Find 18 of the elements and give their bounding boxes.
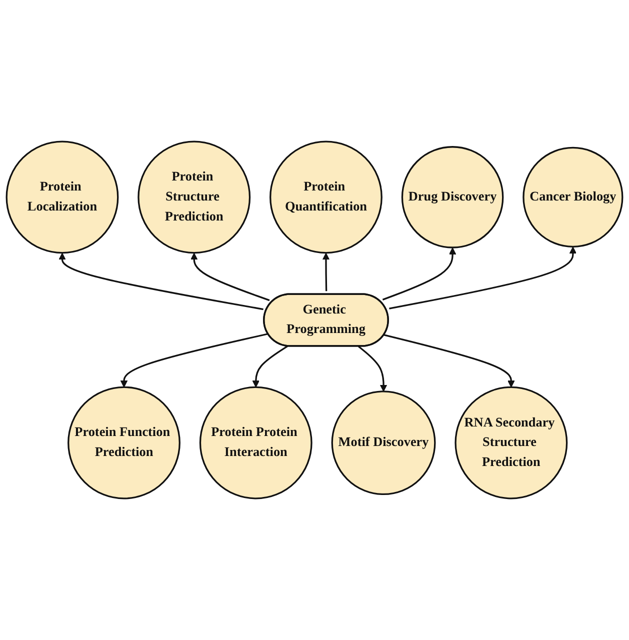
arrow xyxy=(322,252,330,292)
node-circle: Cancer Biology xyxy=(522,146,624,248)
node-circle: Protein Structure Prediction xyxy=(138,140,251,254)
node-circle: Protein Localization xyxy=(6,140,119,254)
arrow xyxy=(358,346,388,392)
node-circle: Protein Protein Interaction xyxy=(199,386,312,500)
node-circle: Protein Function Prediction xyxy=(68,386,180,500)
node-circle: RNA Secondary Structure Prediction xyxy=(454,386,568,500)
node-circle: Drug Discovery xyxy=(401,146,504,248)
arrow xyxy=(384,334,515,388)
node-circle: Motif Discovery xyxy=(331,390,436,496)
arrow xyxy=(120,333,268,388)
arrow xyxy=(58,252,264,310)
arrow xyxy=(252,346,288,388)
arrow xyxy=(382,248,456,300)
node-circle: Protein Quantification xyxy=(270,140,382,254)
arrow xyxy=(190,252,270,302)
arrow xyxy=(389,246,577,310)
